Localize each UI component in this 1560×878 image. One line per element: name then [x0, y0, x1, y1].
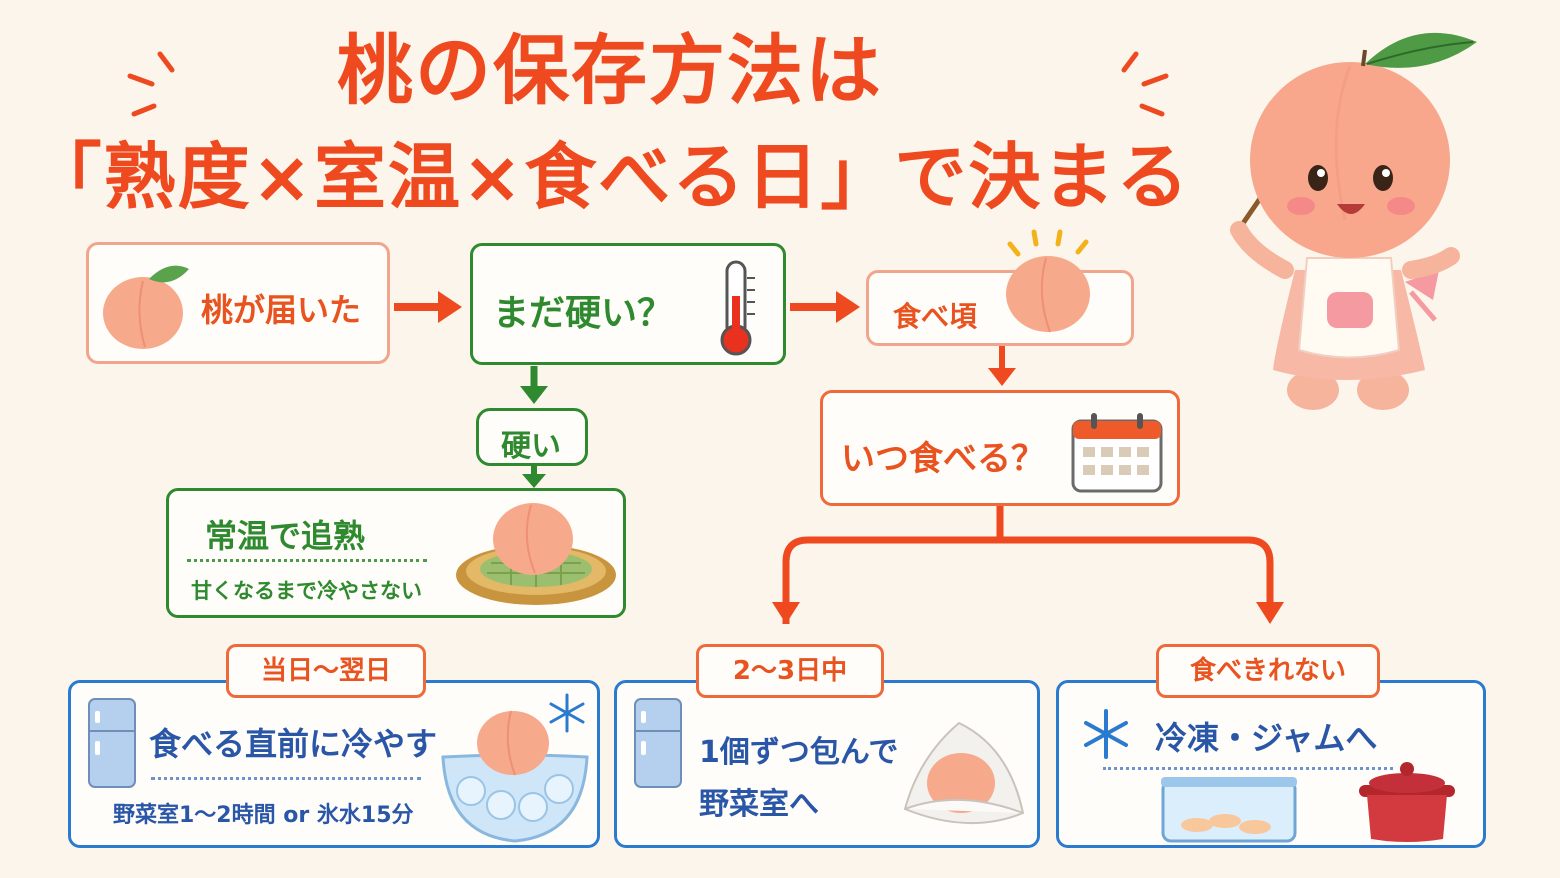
sparkle-right-icon [1121, 51, 1169, 117]
days-line1: 1個ずつ包んで [699, 735, 899, 770]
today-title: 食べる直前に冷やす [149, 725, 438, 763]
box-room-temp: 常温で追熟 甘くなるまで冷やさない [166, 488, 626, 618]
basket-peach-icon [456, 503, 616, 605]
days-line2: 野菜室へ [699, 787, 819, 822]
thermometer-icon [720, 260, 755, 356]
card-days: 1個ずつ包んで 野菜室へ [614, 680, 1040, 848]
ice-bowl-icon [441, 710, 589, 843]
hard-pill: 硬い [476, 408, 588, 466]
title-line-1: 桃の保存方法は [337, 26, 883, 115]
fridge-icon [634, 698, 682, 788]
sparkle-left-icon [127, 51, 175, 117]
when-eat-label: いつ食べる？ [841, 439, 1045, 479]
still-hard-label: まだ硬い？ [493, 293, 674, 334]
arrow-right-2 [790, 291, 860, 323]
peach-icon [103, 265, 189, 349]
snowflake-icon [1084, 709, 1128, 759]
card-cannot: 冷凍・ジャムへ [1056, 680, 1486, 848]
arrow-down-green-2 [522, 466, 546, 488]
ripe-peach-icon [1006, 229, 1090, 333]
box-still-hard: まだ硬い？ [470, 243, 786, 365]
today-tag: 当日〜翌日 [226, 644, 426, 698]
days-tag: 2〜3日中 [696, 644, 884, 698]
cannot-divider [1103, 767, 1393, 770]
mascot-peach [1230, 32, 1477, 410]
arrow-down-green-1 [520, 366, 548, 404]
fridge-icon [88, 698, 136, 788]
box-arrived: 桃が届いた [86, 242, 390, 364]
title-line-2: 「熟度×室温×食べる日」で決まる [29, 135, 1191, 219]
cannot-title: 冷凍・ジャムへ [1155, 719, 1378, 757]
box-ripe: 食べ頃 [866, 270, 1134, 346]
box-when-eat: いつ食べる？ [820, 390, 1180, 506]
card-today: 食べる直前に冷やす 野菜室1〜2時間 or 氷水15分 [68, 680, 600, 848]
calendar-icon [1071, 413, 1163, 493]
hard-label: 硬い [501, 429, 561, 464]
room-temp-divider [187, 559, 427, 562]
room-temp-note: 甘くなるまで冷やさない [191, 579, 422, 603]
wrapped-peach-icon [903, 721, 1025, 824]
arrow-right-1 [394, 291, 462, 323]
today-note: 野菜室1〜2時間 or 氷水15分 [113, 803, 414, 828]
arrived-label: 桃が届いた [201, 291, 362, 329]
ripe-label: 食べ頃 [893, 300, 978, 333]
snowflake-icon [549, 693, 585, 733]
arrow-down-orange-1 [988, 346, 1016, 386]
jam-pot-icon [1359, 762, 1455, 842]
today-divider [151, 777, 421, 780]
container-icon [1161, 777, 1297, 843]
cannot-tag: 食べきれない [1156, 644, 1380, 698]
branch-connector [772, 506, 1284, 624]
room-temp-title: 常温で追熟 [205, 517, 366, 555]
